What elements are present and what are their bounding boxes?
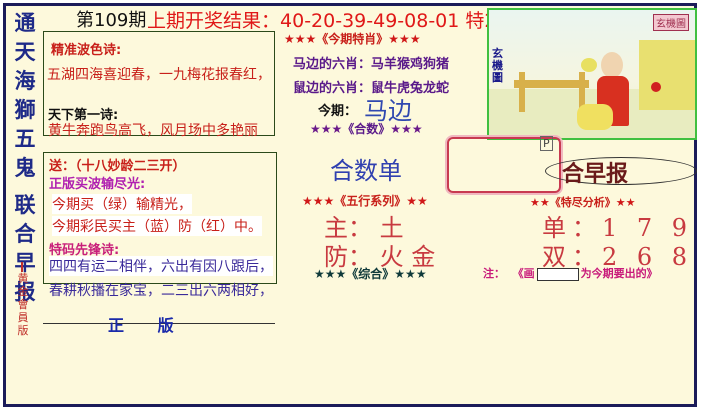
picture-caption: 玄機圖 bbox=[492, 47, 503, 84]
stamp-letter: P bbox=[540, 136, 553, 151]
issue-number: 第109期 bbox=[76, 10, 147, 31]
subtitle-char: 黄 bbox=[17, 272, 29, 285]
title-char: 獅 bbox=[14, 97, 36, 122]
even-row: 双：2 6 8 bbox=[542, 237, 693, 272]
sum-value: 合数单 bbox=[330, 157, 402, 185]
wave-buy-line-2: 今期彩民买主（蓝）防（红）中。 bbox=[52, 216, 262, 236]
title-char: 联 bbox=[14, 192, 36, 217]
star-icon: ★★★ bbox=[302, 194, 335, 208]
five-elements-header: ★★★《五行系列》★★ bbox=[302, 192, 428, 209]
main-element-row: 主： 土 bbox=[324, 208, 404, 243]
illustration-panel: 玄機圖 bbox=[487, 8, 697, 140]
subtitle-char: 會 bbox=[17, 298, 29, 311]
composite-header: ★★★《综合》★★★ bbox=[314, 265, 427, 282]
guard-element-row: 防： 火 金 bbox=[324, 237, 435, 272]
last-result-numbers: 40-20-39-49-08-01 bbox=[280, 10, 460, 32]
title-char: 鬼 bbox=[14, 155, 36, 180]
even-label: 双： bbox=[542, 243, 602, 271]
horse-side-label: 马边的六肖： bbox=[293, 57, 372, 72]
star-icon: ★★ bbox=[406, 194, 428, 208]
title-char: 早 bbox=[14, 250, 36, 275]
wave-poem-title: 精准波色诗: bbox=[51, 43, 122, 58]
star-icon: ★★★ bbox=[388, 32, 421, 46]
zodiac-header: ★★★《今期特肖》★★★ bbox=[284, 30, 421, 47]
composite-header-label: 《综合》 bbox=[346, 267, 395, 281]
sum-header-label: 《合数》 bbox=[342, 122, 391, 136]
star-icon: ★★★ bbox=[390, 122, 423, 136]
rat-side-row: 鼠边的六肖：鼠牛虎兔龙蛇 bbox=[293, 77, 449, 96]
title-char: 海 bbox=[14, 68, 36, 93]
note-label: 注： bbox=[483, 267, 505, 280]
special-poem-title: 特码先锋诗: bbox=[49, 243, 120, 258]
wave-buy-line-1: 今期买（绿）输精光， bbox=[52, 194, 192, 214]
odd-row: 单：1 7 9 bbox=[542, 208, 693, 243]
odd-label: 单： bbox=[542, 214, 602, 242]
song-title: 送：（十八妙龄二三开） bbox=[49, 159, 186, 174]
subtitle-dash bbox=[21, 262, 23, 272]
title-char: 天 bbox=[14, 39, 36, 64]
analysis-header: ★★《特尽分析》★★ bbox=[530, 194, 635, 210]
poem-box-top bbox=[43, 31, 275, 136]
even-values: 2 6 8 bbox=[602, 243, 694, 271]
star-icon: ★★★ bbox=[284, 32, 317, 46]
wave-buy-title: 正版买波输尽光: bbox=[49, 177, 146, 192]
vertical-title: 通 天 海 獅 五 鬼 联 合 早 报 bbox=[9, 8, 41, 306]
sum-header: ★★★《合数》★★★ bbox=[310, 120, 423, 137]
title-char: 报 bbox=[14, 279, 36, 304]
star-icon: ★★★ bbox=[310, 122, 343, 136]
this-issue-value: 马边 bbox=[364, 97, 412, 125]
star-icon: ★★★ bbox=[314, 267, 347, 281]
this-issue-label: 今期： bbox=[318, 104, 358, 119]
horse-side-values: 马羊猴鸡狗猪 bbox=[371, 57, 450, 72]
special-poem-line-1: 四四有运二相伴，六出有因八跟后， bbox=[49, 256, 273, 276]
horse-side-row: 马边的六肖：马羊猴鸡狗猪 bbox=[293, 53, 449, 72]
rat-side-values: 鼠牛虎兔龙蛇 bbox=[371, 81, 450, 96]
wave-poem-line: 五湖四海喜迎春，一九梅花报春红， bbox=[47, 67, 271, 83]
title-char: 通 bbox=[14, 10, 36, 35]
title-char: 五 bbox=[14, 126, 36, 151]
zodiac-header-label: 《今期特肖》 bbox=[316, 32, 389, 46]
subtitle-char: 版 bbox=[17, 324, 29, 337]
last-result-label: 上期开奖结果： bbox=[147, 10, 281, 32]
note-text-right: 为今期要出的》 bbox=[580, 267, 658, 280]
five-elements-header-label: 《五行系列》 bbox=[334, 194, 407, 208]
analysis-header-label: 《特尽分析》 bbox=[549, 196, 616, 209]
first-poem-title: 天下第一诗: bbox=[48, 108, 119, 123]
note-row: 注： 《画 为今期要出的》 bbox=[483, 265, 658, 281]
subtitle-char: 金 bbox=[17, 285, 29, 298]
special-poem-line-2: 春耕秋播在家宝，二三出六两相好， bbox=[49, 283, 273, 299]
odd-values: 1 7 9 bbox=[602, 214, 694, 242]
rat-side-label: 鼠边的六肖： bbox=[293, 81, 372, 96]
vertical-subtitle: 黄 金 會 員 版 bbox=[15, 272, 31, 337]
star-icon: ★★★ bbox=[394, 267, 427, 281]
last-result: 上期开奖结果：40-20-39-49-08-01 特27 bbox=[147, 6, 509, 33]
star-icon: ★★ bbox=[615, 196, 636, 209]
bottom-divider bbox=[43, 323, 275, 324]
title-char: 合 bbox=[14, 221, 36, 246]
main-element-value: 土 bbox=[379, 214, 404, 242]
star-icon: ★★ bbox=[530, 196, 550, 209]
first-poem-line: 黄牛奔跑鸟高飞，风月场中多艳丽 bbox=[48, 123, 258, 139]
bottom-partial-text: 正 版 bbox=[108, 316, 188, 335]
brand-text: 合早报 bbox=[562, 161, 629, 187]
guard-element-value: 火 金 bbox=[379, 243, 436, 271]
picture-stamp: 玄機圖 bbox=[653, 14, 689, 31]
guard-element-label: 防： bbox=[324, 243, 372, 271]
note-blank-box bbox=[536, 267, 579, 281]
subtitle-char: 員 bbox=[17, 311, 29, 324]
main-element-label: 主： bbox=[324, 214, 372, 242]
note-text-left: 《画 bbox=[512, 267, 535, 280]
brand-ellipse bbox=[545, 157, 697, 185]
